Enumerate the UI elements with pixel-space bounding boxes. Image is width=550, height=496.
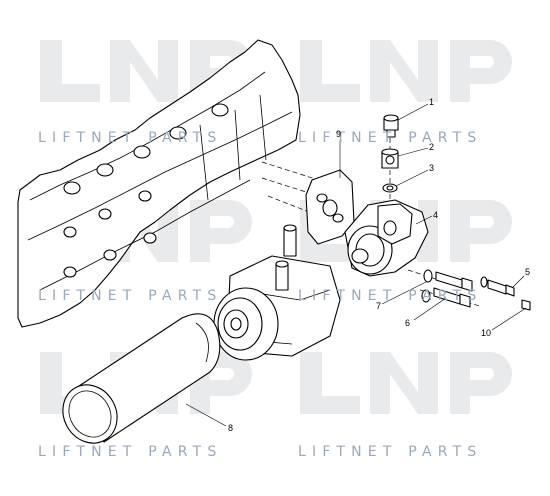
watermark-caption-top-right: LIFTNET PARTS: [298, 130, 483, 146]
callout-10: 10: [481, 328, 492, 338]
watermark-caption-bottom-right: LIFTNET PARTS: [298, 444, 483, 460]
callout-3: 3: [429, 163, 435, 173]
oil-cooler-housing: [213, 224, 341, 361]
callout-6: 6: [405, 318, 411, 328]
part-2-fitting: [381, 148, 399, 169]
part-6-bolt-upper: [435, 271, 473, 292]
part-1-plug: [383, 114, 399, 138]
callout-1: 1: [429, 97, 435, 107]
watermark-logo-top-right: [300, 40, 512, 102]
part-9-gasket: [305, 169, 355, 245]
part-3-washer: [382, 183, 398, 193]
leader-lines: [185, 103, 527, 427]
watermark-caption-top-left: LIFTNET PARTS: [38, 130, 223, 146]
watermark-caption-bottom-left: LIFTNET PARTS: [38, 444, 223, 460]
part-6-bolt-lower: [433, 287, 471, 308]
callout-9: 9: [336, 129, 342, 139]
engine-block: [17, 39, 301, 328]
part-7-washer: [421, 269, 433, 303]
part-8-oil-filter: [62, 313, 221, 444]
watermark-caption-middle-right: LIFTNET PARTS: [298, 288, 483, 304]
watermark-logo-bottom-right: [300, 352, 512, 414]
part-4-filter-head: [344, 199, 429, 277]
callout-4: 4: [433, 210, 439, 220]
part-10-plug: [521, 299, 531, 311]
watermark-caption-middle-left: LIFTNET PARTS: [38, 288, 223, 304]
callout-7: 7: [376, 301, 382, 311]
part-5-fitting: [480, 276, 515, 297]
callout-2: 2: [429, 142, 435, 152]
callout-8: 8: [228, 423, 234, 433]
callout-5: 5: [525, 267, 531, 277]
